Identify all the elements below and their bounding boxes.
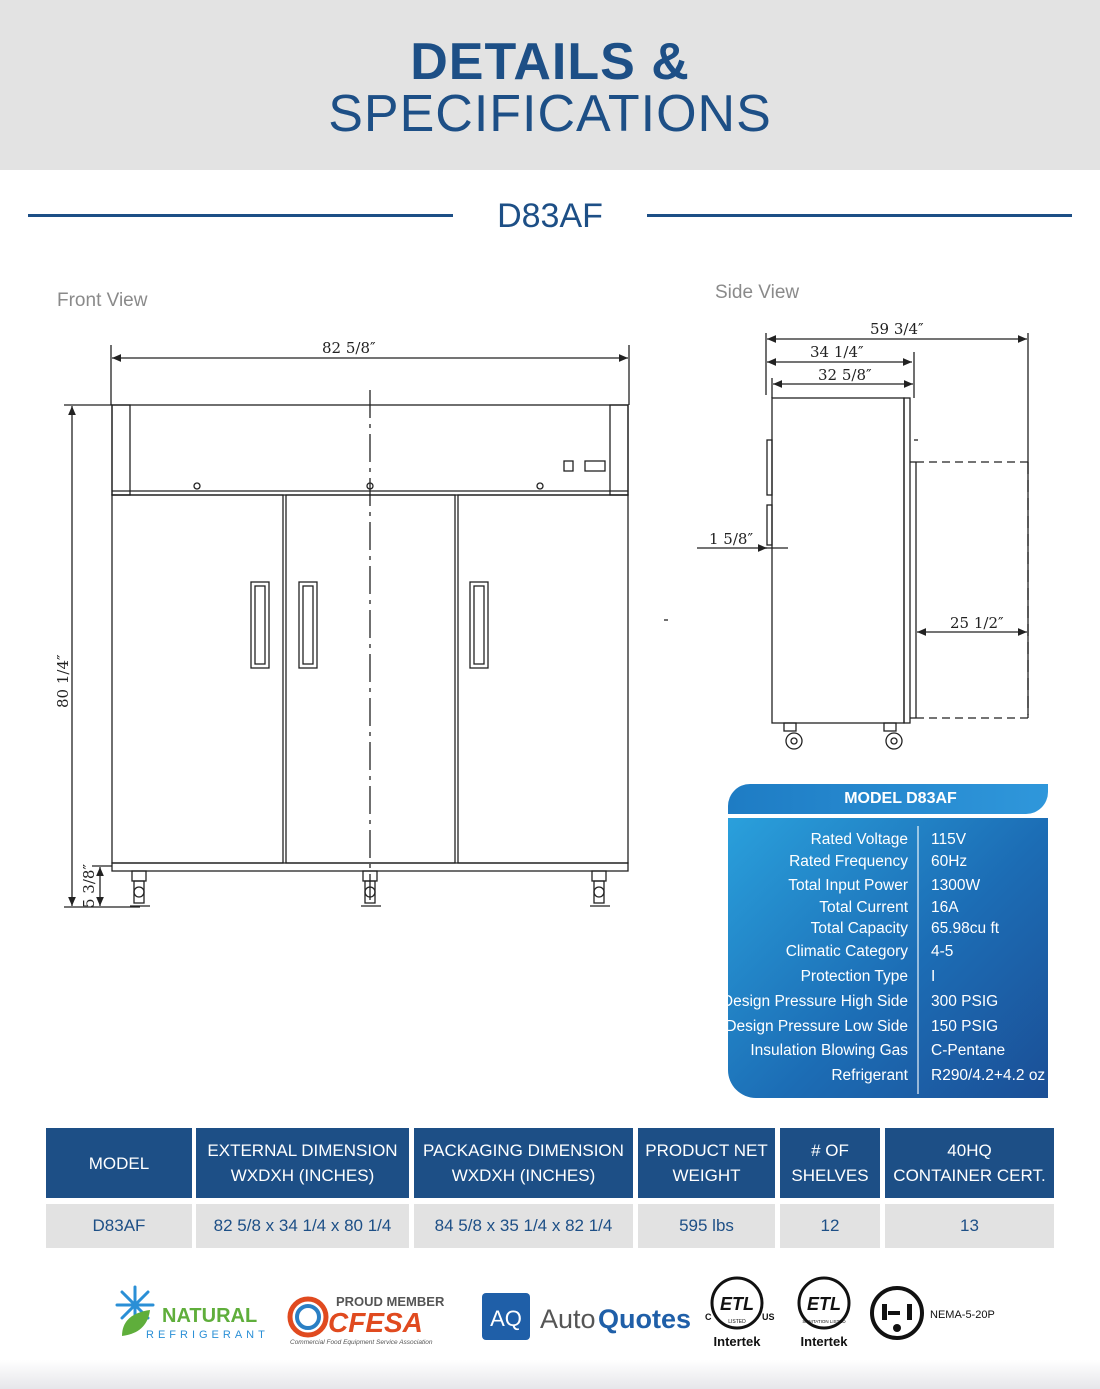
spec-value: 16A xyxy=(931,899,959,916)
autoquotes-name-quotes: Quotes xyxy=(598,1304,691,1334)
page-title-line1: DETAILS & xyxy=(410,33,690,91)
spec-value: 150 PSIG xyxy=(931,1018,999,1035)
table-cell-net-weight: 595 lbs xyxy=(638,1204,775,1248)
spec-value: 60Hz xyxy=(931,853,968,870)
cfesa-proud-member: PROUD MEMBER xyxy=(336,1294,445,1309)
page-title-line2: SPECIFICATIONS xyxy=(328,85,772,143)
heading-rule-right xyxy=(647,214,1072,217)
header-band xyxy=(0,0,1100,170)
side-overall-depth-dim: 59 3/4″ xyxy=(870,320,924,338)
spec-value: R290/4.2+4.2 oz xyxy=(931,1067,1046,1084)
cfesa-name: CFESA xyxy=(328,1307,423,1338)
spec-value: 115V xyxy=(931,831,967,848)
spec-divider xyxy=(917,826,919,1094)
etl-listed-logo: ETL LISTED C US Intertek xyxy=(705,1276,775,1349)
spec-row: Design Pressure High Side 300 PSIG xyxy=(722,993,1048,1017)
table-cell-model: D83AF xyxy=(46,1204,192,1248)
etl-sanitation-text: SANITATION LISTED xyxy=(802,1319,846,1324)
autoquotes-badge: AQ xyxy=(490,1306,522,1331)
spec-label: Protection Type xyxy=(800,968,908,985)
front-height-dim: 80 1/4″ xyxy=(54,654,72,708)
spec-label: Refrigerant xyxy=(831,1067,908,1084)
spec-row: Total Capacity 65.98cu ft xyxy=(728,920,1048,944)
certification-logos: NATURAL REFRIGERANT PROUD MEMBER CFESA C… xyxy=(115,1276,995,1349)
autoquotes-name-auto: Auto xyxy=(540,1304,596,1334)
spec-row: Insulation Blowing Gas C-Pentane xyxy=(728,1042,1048,1066)
spec-label: Insulation Blowing Gas xyxy=(750,1042,908,1059)
etl-c-text: C xyxy=(705,1312,712,1322)
spec-row: Climatic Category 4-5 xyxy=(728,943,1048,967)
nema-label: NEMA-5-20P xyxy=(930,1309,995,1321)
etl-listed-text: LISTED xyxy=(728,1319,746,1325)
spec-panel-body: Rated Voltage 115V Rated Frequency 60Hz To… xyxy=(722,818,1048,1098)
front-view-drawing xyxy=(64,345,630,908)
dimension-drawings: 82 5/8″ 80 1/4″ 5 3/8″ xyxy=(54,320,1029,908)
model-heading: D83AF xyxy=(497,197,603,235)
spec-row: Refrigerant R290/4.2+4.2 oz xyxy=(728,1067,1048,1091)
spec-row: Protection Type I xyxy=(728,968,1048,992)
side-body-depth-dim: 32 5/8″ xyxy=(818,366,872,384)
cfesa-subtitle: Commercial Food Equipment Service Associ… xyxy=(290,1339,433,1346)
side-cabinet-depth-dim: 34 1/4″ xyxy=(810,343,864,361)
spec-panel-tab xyxy=(728,784,1048,814)
side-view-drawing xyxy=(664,333,1029,750)
leaf-icon xyxy=(122,1310,150,1336)
spec-panel: MODEL D83AF Rated Voltage 115V Rated Freq… xyxy=(722,784,1048,1098)
etl-sanitation-mark: ETL xyxy=(807,1294,841,1314)
autoquotes-logo: AQ Auto Quotes xyxy=(482,1293,691,1340)
spec-value: 4-5 xyxy=(931,943,954,960)
cfesa-logo: PROUD MEMBER CFESA Commercial Food Equip… xyxy=(287,1294,445,1346)
spec-panel-title: MODEL D83AF xyxy=(844,790,957,807)
table-cell-shelves: 12 xyxy=(780,1204,880,1248)
spec-label: Total Capacity xyxy=(810,920,908,937)
spec-value: 65.98cu ft xyxy=(931,920,1000,937)
spec-value: C-Pentane xyxy=(931,1042,1006,1059)
nema-plug-icon xyxy=(870,1286,924,1340)
spec-row: Rated Voltage 115V xyxy=(728,831,1048,855)
natural-refrigerant-logo: NATURAL REFRIGERANT xyxy=(115,1285,269,1341)
natural-logo-text: NATURAL xyxy=(162,1305,257,1327)
table-cell-packaging-dimension: 84 5/8 x 35 1/4 x 82 1/4 xyxy=(414,1204,633,1248)
refrigerant-logo-text: REFRIGERANT xyxy=(146,1329,269,1341)
spec-label: Climatic Category xyxy=(785,943,908,960)
intertek-text: Intertek xyxy=(714,1334,762,1349)
spec-label: Design Pressure High Side xyxy=(721,993,908,1010)
front-view-label: Front View xyxy=(57,290,148,311)
spec-label: Rated Voltage xyxy=(810,831,908,848)
spec-row: Design Pressure Low Side 150 PSIG xyxy=(725,1018,1048,1042)
spec-value: I xyxy=(931,968,936,985)
spec-label: Rated Frequency xyxy=(789,853,908,870)
etl-sanitation-logo: ETL SANITATION LISTED Intertek xyxy=(797,1276,851,1349)
heading-rule-left xyxy=(28,214,453,217)
spec-label: Design Pressure Low Side xyxy=(725,1018,908,1035)
spec-row: Total Input Power 1300W xyxy=(728,877,1048,901)
spec-value: 300 PSIG xyxy=(931,993,999,1010)
etl-mark-text: ETL xyxy=(720,1294,754,1314)
table-cell-container-cert: 13 xyxy=(885,1204,1054,1248)
side-door-swing-dim: 25 1/2″ xyxy=(950,614,1004,632)
front-caster-dim: 5 3/8″ xyxy=(80,864,98,908)
spec-row: Rated Frequency 60Hz xyxy=(728,853,1048,877)
side-handle-dim: 1 5/8″ xyxy=(709,530,753,548)
front-width-dim: 82 5/8″ xyxy=(322,339,376,357)
table-header-model: MODEL xyxy=(46,1128,192,1198)
footer-fade xyxy=(0,1360,1100,1389)
side-view-label: Side View xyxy=(715,282,800,303)
spec-label: Total Input Power xyxy=(788,877,908,894)
spec-row: Total Current 16A xyxy=(728,899,1048,923)
spec-value: 1300W xyxy=(931,877,981,894)
spec-label: Total Current xyxy=(819,899,908,916)
table-cell-external-dimension: 82 5/8 x 34 1/4 x 80 1/4 xyxy=(196,1204,409,1248)
intertek-sanitation-text: Intertek xyxy=(801,1334,849,1349)
etl-us-text: US xyxy=(762,1312,775,1322)
